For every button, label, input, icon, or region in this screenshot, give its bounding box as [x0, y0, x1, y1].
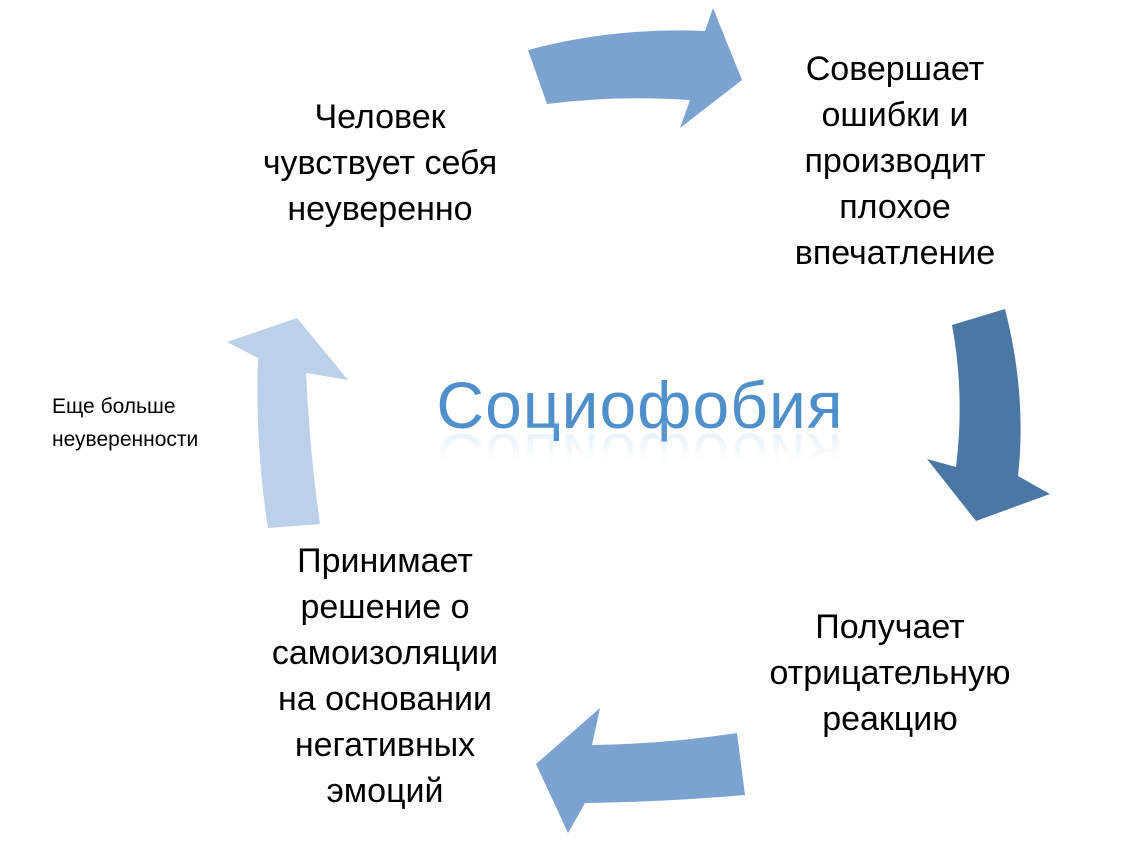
node-line: неуверенно — [287, 190, 473, 228]
node-line: самоизоляции — [271, 634, 499, 672]
side-note-line: Еще больше — [52, 395, 176, 418]
node-self-isolation: Принимает решение о самоизоляции на осно… — [230, 538, 540, 814]
center-title-group: Социофобия Социофобия — [390, 360, 890, 494]
node-line: реакцию — [822, 700, 958, 738]
arrow-bottom — [536, 708, 745, 833]
node-line: чувствует себя — [262, 144, 498, 182]
arrow-top — [528, 8, 742, 128]
node-line: плохое — [839, 188, 951, 226]
node-line: Совершает — [805, 50, 985, 88]
node-line: эмоций — [326, 772, 444, 810]
center-title: Социофобия — [436, 368, 844, 442]
arrow-right — [927, 309, 1050, 521]
node-feels-insecure: Человек чувствует себя неуверенно — [230, 94, 530, 232]
node-line: впечатление — [794, 234, 996, 272]
node-negative-reaction: Получает отрицательную реакцию — [720, 604, 1060, 742]
node-line: на основании — [277, 680, 493, 718]
node-line: негативных — [294, 726, 476, 764]
node-line: решение о — [300, 588, 470, 626]
node-makes-mistakes: Совершает ошибки и производит плохое впе… — [745, 46, 1045, 276]
node-line: отрицательную — [769, 654, 1011, 692]
side-note-line: неуверенности — [52, 428, 199, 451]
arrow-left — [227, 318, 348, 528]
node-line: ошибки и — [821, 96, 969, 134]
node-line: Принимает — [297, 542, 473, 580]
side-note-more-insecurity: Еще больше неуверенности — [52, 390, 198, 456]
node-line: Получает — [815, 608, 965, 646]
center-title-reflection: Социофобия — [436, 420, 844, 494]
node-line: производит — [804, 142, 986, 180]
node-line: Человек — [314, 98, 446, 136]
